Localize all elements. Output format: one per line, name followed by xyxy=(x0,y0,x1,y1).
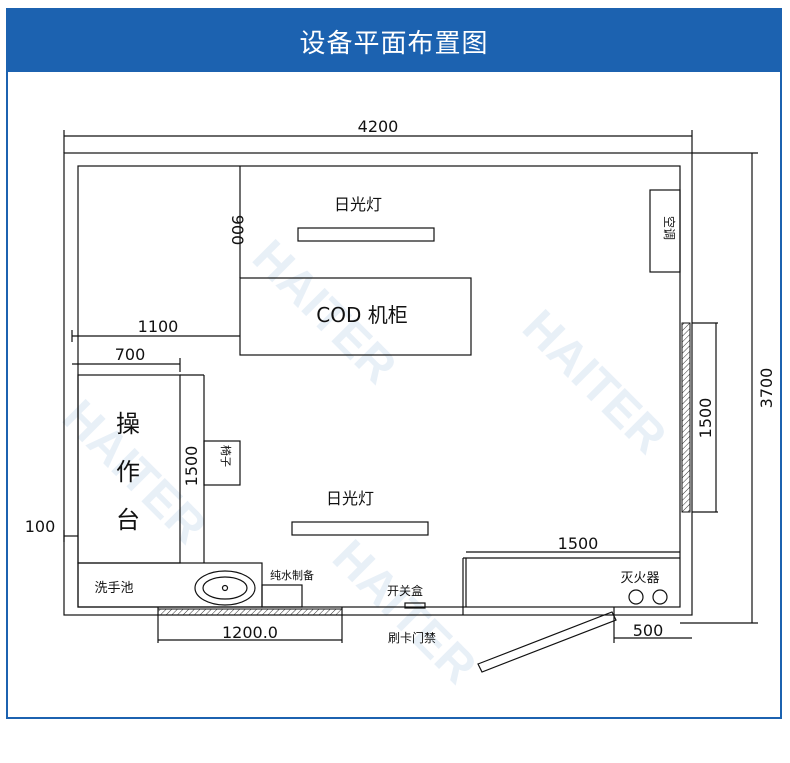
dim-bottom-window: 1200.0 xyxy=(222,623,278,642)
label-bench-2: 作 xyxy=(116,458,140,486)
dim-door-width: 500 xyxy=(633,621,664,640)
dim-top-offset: 900 xyxy=(228,215,247,246)
watermark-2: HAITER xyxy=(512,300,676,464)
page-title: 设备平面布置图 xyxy=(8,10,780,72)
label-sink: 洗手池 xyxy=(94,581,133,596)
label-cabinet: COD 机柜 xyxy=(316,303,407,327)
label-ac: 空调 xyxy=(662,216,676,240)
fluorescent-light-top xyxy=(297,227,435,242)
dim-bottom-right: 1500 xyxy=(558,534,599,553)
label-light-bottom: 日光灯 xyxy=(326,489,374,508)
outer-wall xyxy=(63,152,693,616)
dim-total-width: 4200 xyxy=(358,117,399,136)
extinguisher-1 xyxy=(628,589,644,605)
right-window-hatch xyxy=(681,322,691,513)
label-bench-3: 台 xyxy=(116,506,140,534)
watermark-4: HAITER xyxy=(322,530,486,694)
water-purifier xyxy=(261,584,303,608)
sink-basin xyxy=(194,570,256,606)
fluorescent-light-bottom xyxy=(291,521,429,536)
air-conditioner xyxy=(649,189,681,273)
watermark-group: HAITER HAITER HAITER HAITER xyxy=(52,230,676,694)
switch-box xyxy=(404,602,426,609)
cod-cabinet xyxy=(239,277,472,356)
label-water: 纯水制备 xyxy=(270,568,314,582)
dim-wall-gap: 100 xyxy=(25,517,56,536)
dim-right-window: 1500 xyxy=(696,398,715,439)
label-card-lock: 刷卡门禁 xyxy=(388,630,436,645)
label-bench-1: 操 xyxy=(116,410,140,438)
chair xyxy=(203,440,241,486)
bottom-window-hatch xyxy=(157,608,343,616)
dim-cabinet-offset: 1100 xyxy=(138,317,179,336)
dim-total-height: 3700 xyxy=(757,368,776,409)
label-extinguisher: 灭火器 xyxy=(620,571,659,586)
dim-bench-width: 700 xyxy=(115,345,146,364)
extinguisher-2 xyxy=(652,589,668,605)
door-leaf xyxy=(477,611,617,673)
label-chair: 椅子 xyxy=(219,445,233,467)
label-light-top: 日光灯 xyxy=(334,195,382,214)
label-switch: 开关盒 xyxy=(387,583,423,598)
dim-bench-height: 1500 xyxy=(182,446,201,487)
